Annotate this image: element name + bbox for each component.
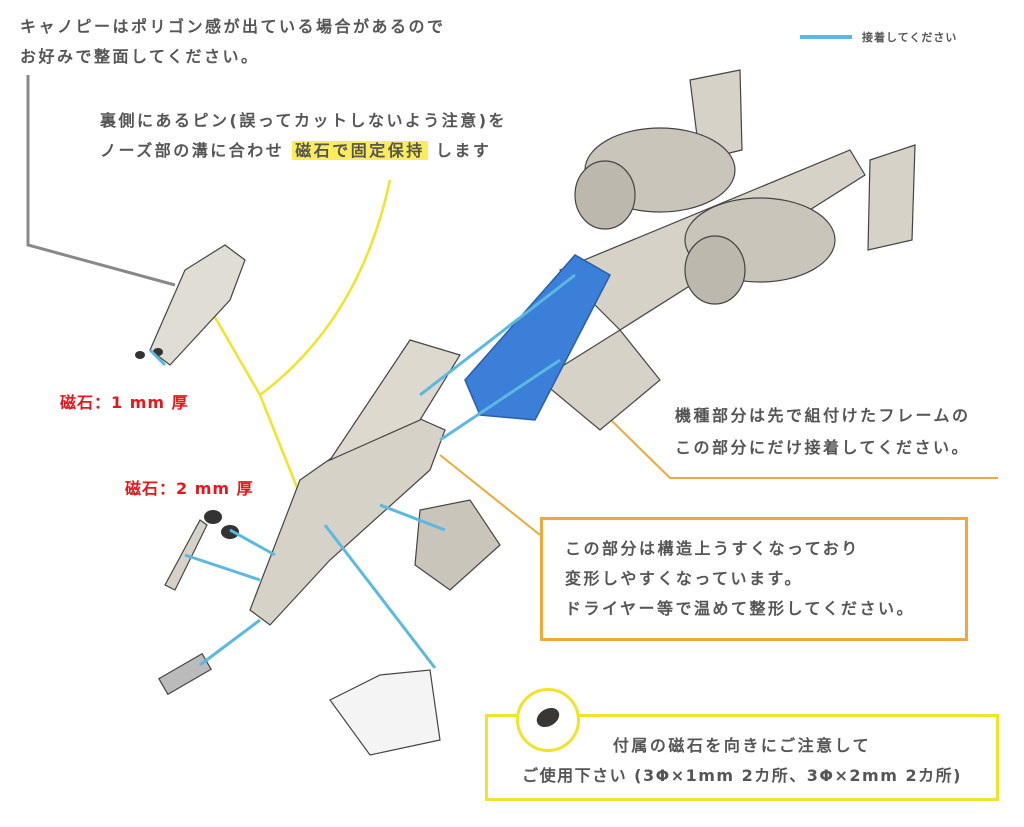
pin-note-line1: 裏側にあるピン(誤ってカットしないよう注意)を [100, 111, 508, 130]
pin-note-highlight: 磁石で固定保持 [292, 141, 428, 160]
deform-note-line3: ドライヤー等で温めて整形してください。 [565, 599, 916, 618]
fuselage-parts [149, 69, 916, 756]
magnet-2mm-label: 磁石：2 mm 厚 [125, 479, 254, 498]
magnet-note-line2: ご使用下さい (3Φ×1mm 2カ所、3Φ×2mm 2カ所) [522, 766, 962, 785]
frame-note: 機種部分は先で組付けたフレームの この部分にだけ接着してください。 [675, 400, 971, 464]
pin-note-line2: ノーズ部の溝に合わせ 磁石で固定保持 します [100, 136, 507, 166]
canopy-note-line2: お好みで整面してください。 [20, 47, 260, 66]
deform-note: この部分は構造上うすくなっており 変形しやすくなっています。 ドライヤー等で温め… [565, 534, 965, 624]
pin-leader-line [203, 179, 392, 496]
magnet-icon [533, 704, 563, 731]
magnet-parts [135, 348, 239, 539]
deform-note-line1: この部分は構造上うすくなっており [565, 539, 860, 558]
pin-note: 裏側にあるピン(誤ってカットしないよう注意)を ノーズ部の溝に合わせ 磁石で固定… [100, 106, 507, 166]
magnet-icon-circle [516, 688, 580, 752]
deform-leader-line [439, 454, 541, 536]
frame-note-line1: 機種部分は先で組付けたフレームの [675, 406, 971, 425]
canopy-note-line1: キャノピーはポリゴン感が出ている場合があるので [20, 17, 446, 36]
canopy-leader-line [26, 75, 176, 287]
deform-note-box: この部分は構造上うすくなっており 変形しやすくなっています。 ドライヤー等で温め… [540, 517, 968, 641]
frame-note-line2: この部分にだけ接着してください。 [675, 438, 971, 457]
nose-block-part [464, 254, 611, 421]
pin-note-text: ノーズ部の溝に合わせ [100, 141, 285, 160]
pin-note-text-end: します [435, 141, 492, 160]
glue-lines [148, 273, 576, 669]
canopy-note: キャノピーはポリゴン感が出ている場合があるので お好みで整面してください。 [20, 12, 446, 72]
magnet-1mm-label: 磁石：1 mm 厚 [60, 393, 189, 412]
magnet-note-line1: 付属の磁石を向きにご注意して [612, 736, 872, 755]
legend-label: 接着してください [862, 31, 958, 44]
deform-note-line2: 変形しやすくなっています。 [565, 569, 803, 588]
